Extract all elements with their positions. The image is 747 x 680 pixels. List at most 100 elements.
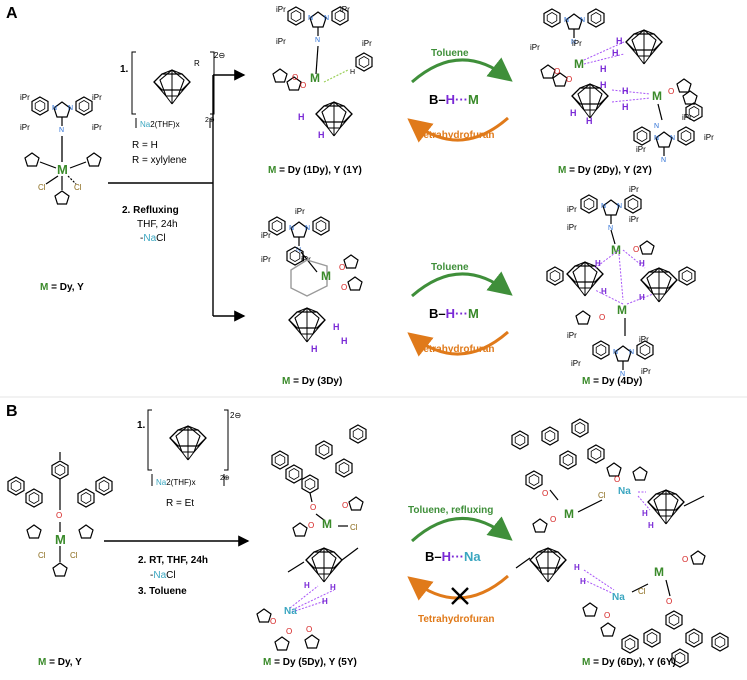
svg-text:Cl: Cl [350, 523, 358, 532]
svg-text:2⊖: 2⊖ [230, 411, 241, 420]
svg-text:iPr: iPr [639, 335, 649, 344]
svg-text:iPr: iPr [276, 37, 286, 46]
svg-text:O: O [604, 611, 610, 620]
svg-text:iPr: iPr [571, 359, 581, 368]
svg-text:Na2(THF)x: Na2(THF)x [156, 478, 196, 487]
svg-text:iPr: iPr [682, 113, 692, 122]
svg-text:H: H [333, 322, 340, 332]
svg-text:H: H [648, 521, 654, 530]
svg-text:M: M [57, 162, 68, 177]
complex-5-label: M = Dy (5Dy), Y (5Y) [263, 657, 357, 668]
svg-text:N: N [654, 123, 659, 130]
svg-text:H: H [330, 583, 336, 592]
svg-text:H: H [622, 86, 629, 96]
svg-text:O: O [341, 283, 347, 292]
complex-5: O M O Cl O H H H Na O O O [256, 424, 367, 651]
svg-text:Cl: Cl [38, 551, 46, 560]
complex-3: iPr iPr iPr iPr M O O H H H [261, 207, 363, 354]
svg-text:Toluene: Toluene [431, 262, 469, 273]
svg-text:R = Et: R = Et [166, 498, 194, 509]
svg-text:H: H [639, 259, 645, 268]
svg-text:H: H [350, 69, 355, 76]
svg-text:iPr: iPr [704, 133, 714, 142]
svg-text:iPr: iPr [261, 231, 271, 240]
svg-text:-NaCl: -NaCl [150, 570, 176, 581]
svg-text:Tetrahydrofuran: Tetrahydrofuran [418, 130, 495, 141]
svg-text:H: H [570, 108, 577, 118]
svg-text:O: O [300, 81, 306, 90]
svg-text:iPr: iPr [301, 255, 311, 264]
svg-text:B–H···M: B–H···M [429, 306, 479, 321]
start-complex-b: O M Cl Cl [7, 452, 113, 577]
svg-text:Toluene: Toluene [431, 48, 469, 59]
svg-text:iPr: iPr [530, 43, 540, 52]
svg-text:B–H···M: B–H···M [429, 92, 479, 107]
svg-text:H: H [622, 102, 629, 112]
svg-text:H: H [580, 577, 586, 586]
svg-text:THF, 24h: THF, 24h [137, 219, 178, 230]
complex-6: O O M Cl Na O H H H H Na O Cl M O O [511, 418, 729, 668]
svg-text:M: M [617, 303, 627, 317]
svg-text:2⊖: 2⊖ [214, 51, 225, 60]
svg-text:O: O [308, 521, 314, 530]
svg-text:O: O [666, 597, 672, 606]
svg-text:H: H [298, 112, 305, 122]
svg-text:iPr: iPr [629, 185, 639, 194]
equilibrium-3-4: Toluene B–H···M Tetrahydrofuran [407, 262, 513, 357]
svg-text:M: M [564, 507, 574, 521]
svg-text:1.: 1. [137, 420, 146, 431]
svg-text:Toluene, refluxing: Toluene, refluxing [408, 505, 493, 516]
svg-text:1.: 1. [120, 64, 129, 75]
svg-text:iPr: iPr [636, 145, 646, 154]
svg-text:H: H [311, 344, 318, 354]
start-complex-a: iPr iPr iPr iPr M Cl Cl [20, 93, 102, 205]
svg-text:O: O [682, 555, 688, 564]
svg-text:Na: Na [284, 606, 297, 617]
svg-text:M: M [654, 565, 664, 579]
svg-text:iPr: iPr [629, 215, 639, 224]
reaction-arrows-a [108, 69, 246, 322]
svg-text:O: O [550, 515, 556, 524]
svg-text:iPr: iPr [261, 255, 271, 264]
complex-1: iPr iPr iPr iPr M O O H H H [272, 5, 373, 140]
svg-text:O: O [56, 511, 62, 520]
svg-text:M: M [611, 243, 621, 257]
svg-text:Tetrahydrofuran: Tetrahydrofuran [418, 344, 495, 355]
svg-text:H: H [586, 116, 593, 126]
svg-text:B–H···Na: B–H···Na [425, 549, 481, 564]
svg-text:H: H [639, 293, 645, 302]
svg-text:H: H [601, 287, 607, 296]
svg-text:O: O [286, 627, 292, 636]
svg-text:M: M [55, 532, 66, 547]
svg-text:iPr: iPr [572, 39, 582, 48]
svg-text:H: H [574, 563, 580, 572]
svg-text:O: O [339, 263, 345, 272]
svg-text:iPr: iPr [567, 223, 577, 232]
svg-text:Na: Na [618, 486, 631, 497]
svg-text:iPr: iPr [641, 367, 651, 376]
svg-text:2⊕: 2⊕ [220, 475, 230, 482]
svg-text:M: M [652, 89, 662, 103]
svg-text:O: O [542, 489, 548, 498]
svg-text:O: O [566, 75, 572, 84]
svg-text:O: O [633, 245, 639, 254]
svg-text:R: R [194, 59, 200, 68]
svg-text:Cl: Cl [638, 587, 646, 596]
svg-text:2. Refluxing: 2. Refluxing [122, 205, 179, 216]
svg-text:H: H [318, 130, 325, 140]
complex-4: iPr iPr iPr iPr M O H H H H M O iPr iPr … [546, 185, 696, 378]
svg-text:O: O [614, 475, 620, 484]
svg-text:O: O [668, 87, 674, 96]
svg-text:Na: Na [612, 592, 625, 603]
svg-text:iPr: iPr [92, 123, 102, 132]
panel-b-letter: B [6, 403, 18, 420]
svg-text:O: O [310, 503, 316, 512]
svg-text:Tetrahydrofuran: Tetrahydrofuran [418, 614, 495, 625]
svg-text:H: H [304, 581, 310, 590]
svg-text:iPr: iPr [567, 205, 577, 214]
svg-text:H: H [600, 80, 607, 90]
svg-text:iPr: iPr [340, 5, 350, 14]
complex-3-label: M = Dy (3Dy) [282, 376, 342, 387]
svg-text:H: H [322, 597, 328, 606]
